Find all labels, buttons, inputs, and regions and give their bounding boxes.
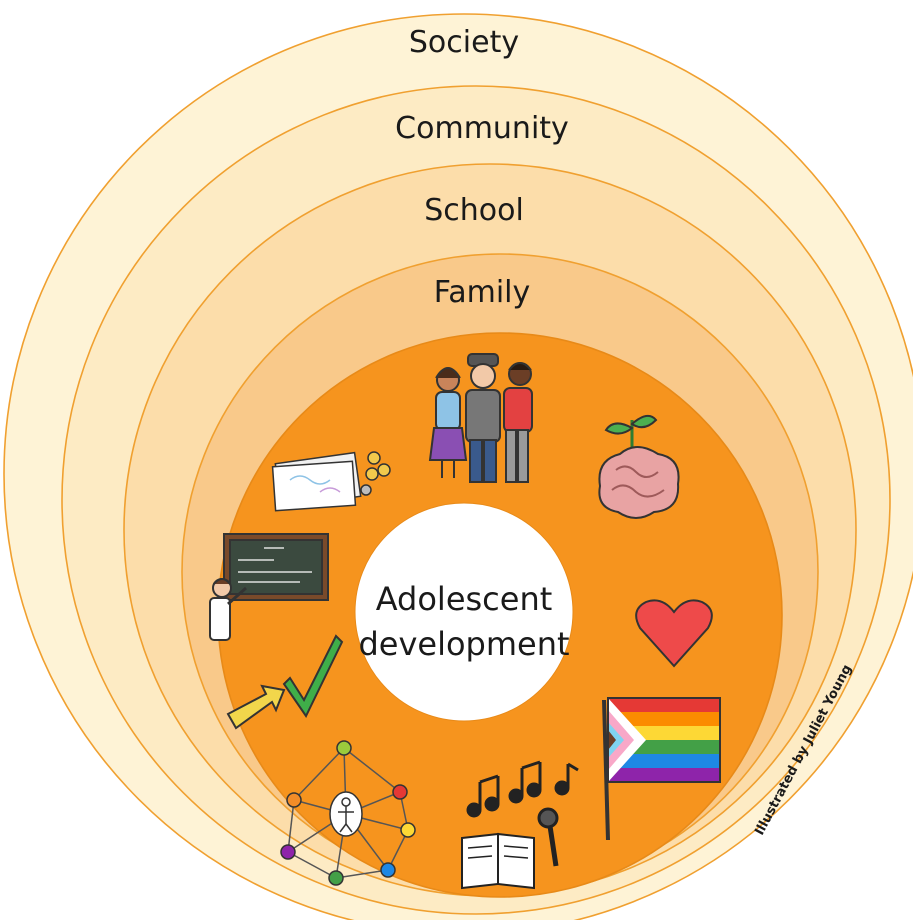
- social-network-icon: [280, 740, 416, 886]
- ring-label-family: Family: [434, 275, 531, 310]
- ring-label-community: Community: [395, 111, 569, 146]
- teacher-blackboard-icon: [209, 533, 329, 641]
- center-circle: [354, 502, 574, 722]
- money-coins-icon: [271, 451, 391, 512]
- ring-label-school: School: [424, 193, 524, 228]
- pride-flag-icon: [602, 697, 721, 841]
- center-label-line2: development: [358, 625, 569, 663]
- music-book-microphone-icon: [461, 760, 579, 890]
- heart-icon: [635, 599, 713, 668]
- center-label-line1: Adolescent: [376, 580, 553, 618]
- brain-sprout-icon: [598, 414, 680, 519]
- friends-group-icon: [428, 353, 533, 483]
- ring-label-society: Society: [409, 25, 519, 60]
- arrow-checkmark-icon: [226, 634, 344, 730]
